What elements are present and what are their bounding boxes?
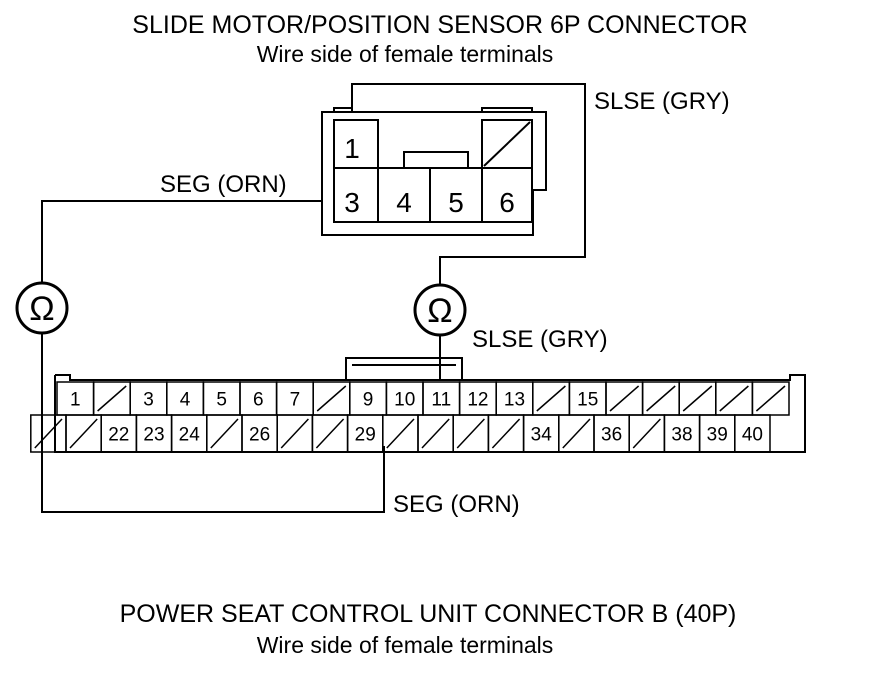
top-connector-labels: 1 3 4 5 6 — [344, 133, 515, 218]
blank-terminal-slash — [69, 418, 98, 449]
slide-motor-6p-connector — [321, 107, 547, 236]
blank-terminal — [481, 119, 533, 169]
terminal-label: 24 — [179, 425, 201, 446]
terminal-label: 26 — [249, 425, 270, 446]
terminal-label: 29 — [355, 425, 376, 446]
blank-terminal-slash — [609, 385, 640, 412]
terminal-label: 1 — [70, 390, 81, 411]
terminal-label: 4 — [180, 390, 191, 411]
terminal-label: 36 — [601, 425, 622, 446]
blank-terminal-slash — [97, 385, 127, 412]
seg-upper-label: SEG (ORN) — [160, 171, 287, 198]
terminal-label: 3 — [344, 187, 360, 218]
blank-terminal-slash — [386, 418, 415, 449]
terminal-label: 5 — [216, 390, 227, 411]
blank-terminal-slash — [316, 385, 347, 412]
wire-seg — [41, 200, 385, 513]
terminal-label: 12 — [467, 390, 488, 411]
top-connector-subtitle: Wire side of female terminals — [257, 41, 554, 67]
blank-terminal-slash — [34, 418, 63, 449]
terminal-label: 38 — [671, 425, 692, 446]
blank-terminal-slash — [755, 385, 786, 412]
terminal-label: 39 — [707, 425, 728, 446]
blank-terminal-slash — [421, 418, 450, 449]
blank-terminal-slash — [280, 418, 309, 449]
bottom-connector-title: POWER SEAT CONTROL UNIT CONNECTOR B (40P… — [120, 600, 737, 628]
terminal-label: 15 — [577, 390, 598, 411]
blank-terminal-slash — [536, 385, 566, 412]
blank-terminal-slash — [315, 418, 345, 449]
blank-terminal-slash — [632, 418, 661, 449]
terminal-label: 40 — [742, 425, 763, 446]
slse-lower-label: SLSE (GRY) — [472, 326, 608, 353]
terminal-label: 4 — [396, 187, 412, 218]
bottom-connector-subtitle: Wire side of female terminals — [257, 632, 554, 658]
terminal-label: 11 — [431, 390, 451, 411]
terminal-label: 9 — [363, 390, 374, 411]
terminal-label: 23 — [143, 425, 164, 446]
blank-terminal-slash — [491, 418, 521, 449]
terminal-label: 6 — [253, 390, 264, 411]
terminal-label: 13 — [504, 390, 525, 411]
connector-latch — [345, 357, 463, 380]
blank-terminal-slash — [562, 418, 591, 449]
terminal-cell — [734, 414, 771, 453]
blank-terminal-slash — [210, 418, 239, 449]
blank-terminal-slash — [682, 385, 713, 412]
blank-terminal-slash — [456, 418, 485, 449]
terminal-label: 22 — [108, 425, 129, 446]
ohmmeter-left: Ω — [15, 281, 69, 335]
terminal-label: 7 — [290, 390, 301, 411]
ohmmeter-right: Ω — [413, 283, 467, 337]
blank-terminal-slash — [646, 385, 676, 412]
slse-upper-label: SLSE (GRY) — [594, 88, 730, 115]
terminal-label: 34 — [531, 425, 553, 446]
top-connector-title: SLIDE MOTOR/POSITION SENSOR 6P CONNECTOR — [132, 11, 747, 39]
blank-terminal-slash — [719, 385, 749, 412]
omega-icon: Ω — [427, 292, 452, 330]
terminal-label: 3 — [143, 390, 154, 411]
omega-icon: Ω — [29, 290, 54, 328]
terminal-label: 10 — [394, 390, 415, 411]
terminal-label: 6 — [499, 187, 515, 218]
seg-lower-label: SEG (ORN) — [393, 491, 520, 518]
terminal-label: 1 — [344, 133, 360, 164]
terminal-label: 5 — [448, 187, 464, 218]
